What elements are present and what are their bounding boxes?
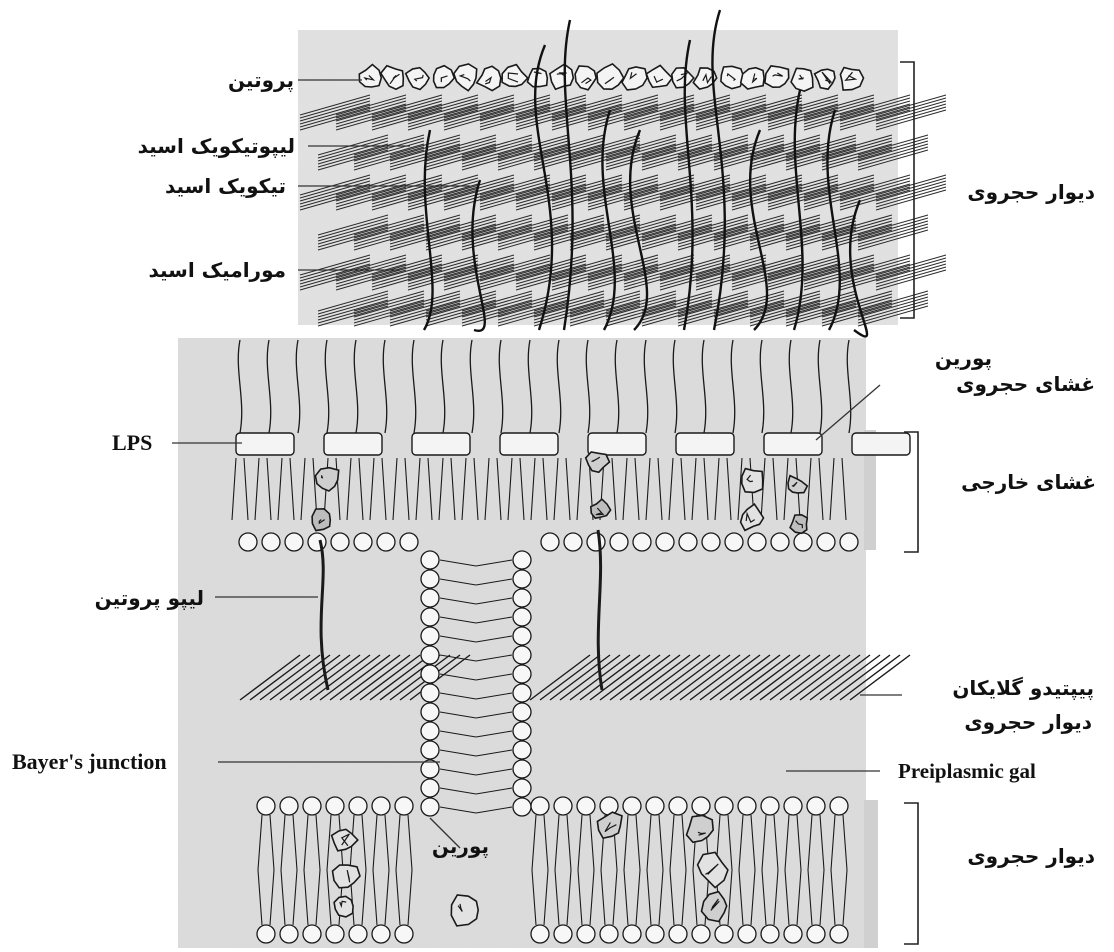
label-teichoic-acid: تیکویک اسید: [165, 176, 286, 196]
label-cell-membrane-top: غشای حجروی: [956, 374, 1095, 394]
gram-positive-panel: [298, 10, 946, 336]
label-cell-wall-bottom: دیوار حجروی: [967, 846, 1095, 866]
gram-negative-panel: [178, 338, 910, 948]
label-protein: پروتین: [228, 70, 294, 90]
label-outer-membrane: غشای خارجی: [961, 472, 1096, 492]
label-peptidoglycan-wall: دیوار حجروی: [964, 712, 1092, 732]
label-cell-wall-top: دیوار حجروی: [967, 182, 1095, 202]
label-porin-bottom: پورین: [432, 836, 489, 856]
label-lipoteichoic-acid: لیپوتیکویک اسید: [138, 136, 295, 156]
label-peptidoglycan: پیپتیدو گلایکان: [952, 678, 1094, 698]
label-lps: LPS: [112, 432, 152, 454]
inner-wall-bracket: [904, 803, 918, 944]
label-bayers-junction: Bayer's junction: [12, 751, 167, 773]
label-periplasmic-gel: Preiplasmic gal: [898, 761, 1036, 782]
label-porin-top: پورین: [935, 348, 992, 368]
label-lipoprotein: لیپو پروتین: [95, 588, 204, 608]
label-muramic-acid: مورامیک اسید: [148, 260, 286, 280]
